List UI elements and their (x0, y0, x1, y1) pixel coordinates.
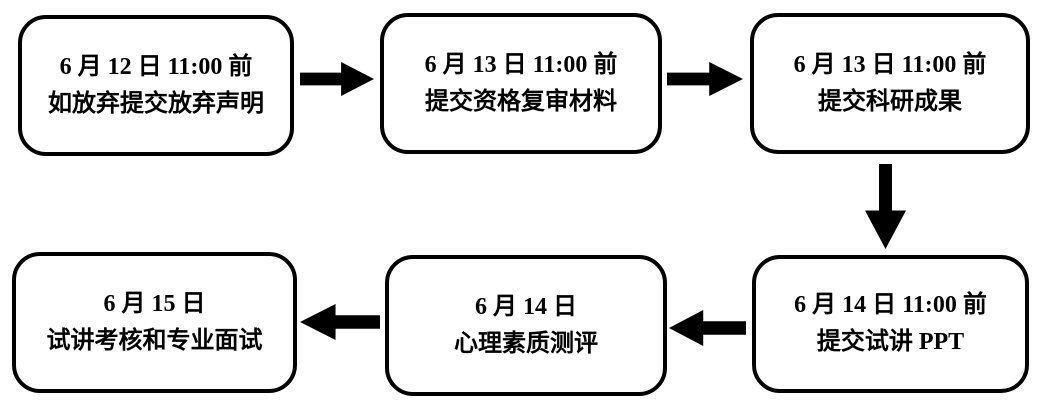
node-line2: 如放弃提交放弃声明 (48, 90, 264, 117)
node-line1: 6 月 15 日 (103, 290, 206, 317)
node-line2: 试讲考核和专业面试 (46, 327, 263, 354)
arrow-right-icon (300, 62, 374, 96)
node-line2: 心理素质测评 (454, 330, 598, 357)
arrow-left-icon (300, 304, 380, 340)
arrow-right-icon (667, 62, 743, 96)
flow-node-step1: 6 月 12 日 11:00 前 如放弃提交放弃声明 (18, 15, 294, 156)
node-line1: 6 月 12 日 11:00 前 (59, 53, 253, 80)
node-line2: 提交科研成果 (818, 88, 962, 115)
flow-node-step3: 6 月 13 日 11:00 前 提交科研成果 (750, 13, 1030, 154)
node-line1: 6 月 14 日 (475, 293, 577, 320)
flow-node-step4: 6 月 14 日 11:00 前 提交试讲 PPT (752, 255, 1029, 393)
node-line2: 提交试讲 PPT (816, 329, 965, 355)
flow-node-step6: 6 月 15 日 试讲考核和专业面试 (12, 252, 297, 393)
flow-node-step5: 6 月 14 日 心理素质测评 (385, 255, 667, 396)
node-line1: 6 月 14 日 11:00 前 (794, 292, 987, 318)
arrow-left-icon (669, 310, 746, 346)
flow-node-step2: 6 月 13 日 11:00 前 提交资格复审材料 (380, 13, 662, 154)
node-line1: 6 月 13 日 11:00 前 (793, 51, 987, 78)
arrow-down-icon (865, 164, 906, 249)
node-line2: 提交资格复审材料 (425, 88, 617, 115)
node-line1: 6 月 13 日 11:00 前 (424, 51, 618, 78)
